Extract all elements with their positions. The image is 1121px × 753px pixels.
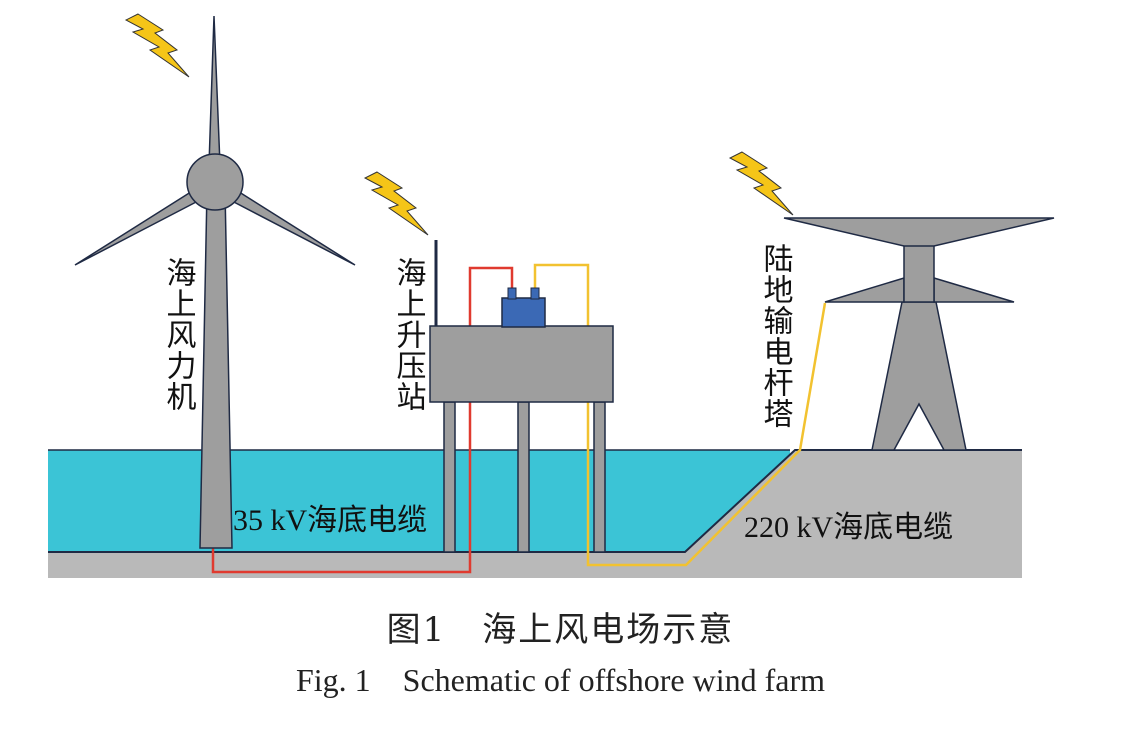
ground xyxy=(48,450,1022,578)
sea xyxy=(48,450,790,552)
cable-220kv-label: 220 kV海底电缆 xyxy=(744,511,953,544)
cable-220kv-line xyxy=(533,263,827,567)
tower-label: 陆地输电杆塔 xyxy=(758,243,794,429)
lightning-icon xyxy=(124,13,190,78)
cable-35kv-label: 35 kV海底电缆 xyxy=(233,504,427,537)
figure-caption-en: Fig. 1 Schematic of offshore wind farm xyxy=(295,662,826,698)
transformer-icon xyxy=(501,287,546,328)
lightning-icon xyxy=(728,151,794,216)
cable-35kv-line xyxy=(211,266,514,574)
substation-icon xyxy=(429,240,614,553)
substation-label: 海上升压站 xyxy=(391,257,427,412)
lightning-icon xyxy=(363,171,429,236)
wind-turbine-icon xyxy=(74,15,356,549)
turbine-label: 海上风力机 xyxy=(161,257,197,412)
transmission-tower-icon xyxy=(783,217,1055,451)
figure-caption-cn: 图1 海上风电场示意 xyxy=(386,610,735,650)
